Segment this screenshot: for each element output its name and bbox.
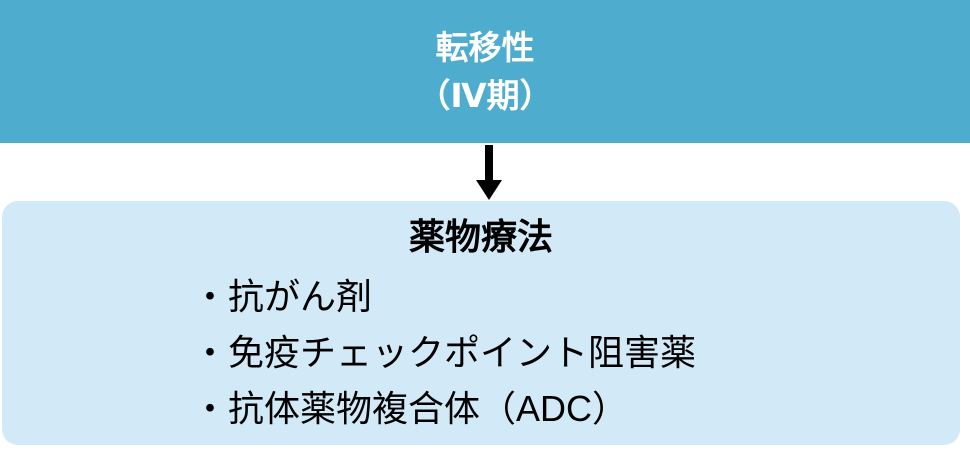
down-arrow-head (476, 180, 502, 200)
stage-title-line2: （Ⅳ期） (417, 76, 553, 114)
stage-title-line1: 転移性 (435, 28, 535, 66)
treatment-box: 薬物療法 ・抗がん剤 ・免疫チェックポイント阻害薬 ・抗体薬物複合体（ADC） (2, 201, 960, 445)
down-arrow-icon (476, 145, 502, 200)
treatment-list: ・抗がん剤 ・免疫チェックポイント阻害薬 ・抗体薬物複合体（ADC） (192, 269, 960, 437)
list-item-immune-checkpoint-inhibitors: ・免疫チェックポイント阻害薬 (192, 332, 697, 373)
stage-box: 転移性 （Ⅳ期） (0, 0, 970, 143)
down-arrow-shaft (485, 145, 493, 180)
treatment-title: 薬物療法 (408, 216, 553, 257)
list-item-anticancer-drugs: ・抗がん剤 (192, 276, 373, 317)
list-item-antibody-drug-conjugates: ・抗体薬物複合体（ADC） (192, 388, 629, 429)
